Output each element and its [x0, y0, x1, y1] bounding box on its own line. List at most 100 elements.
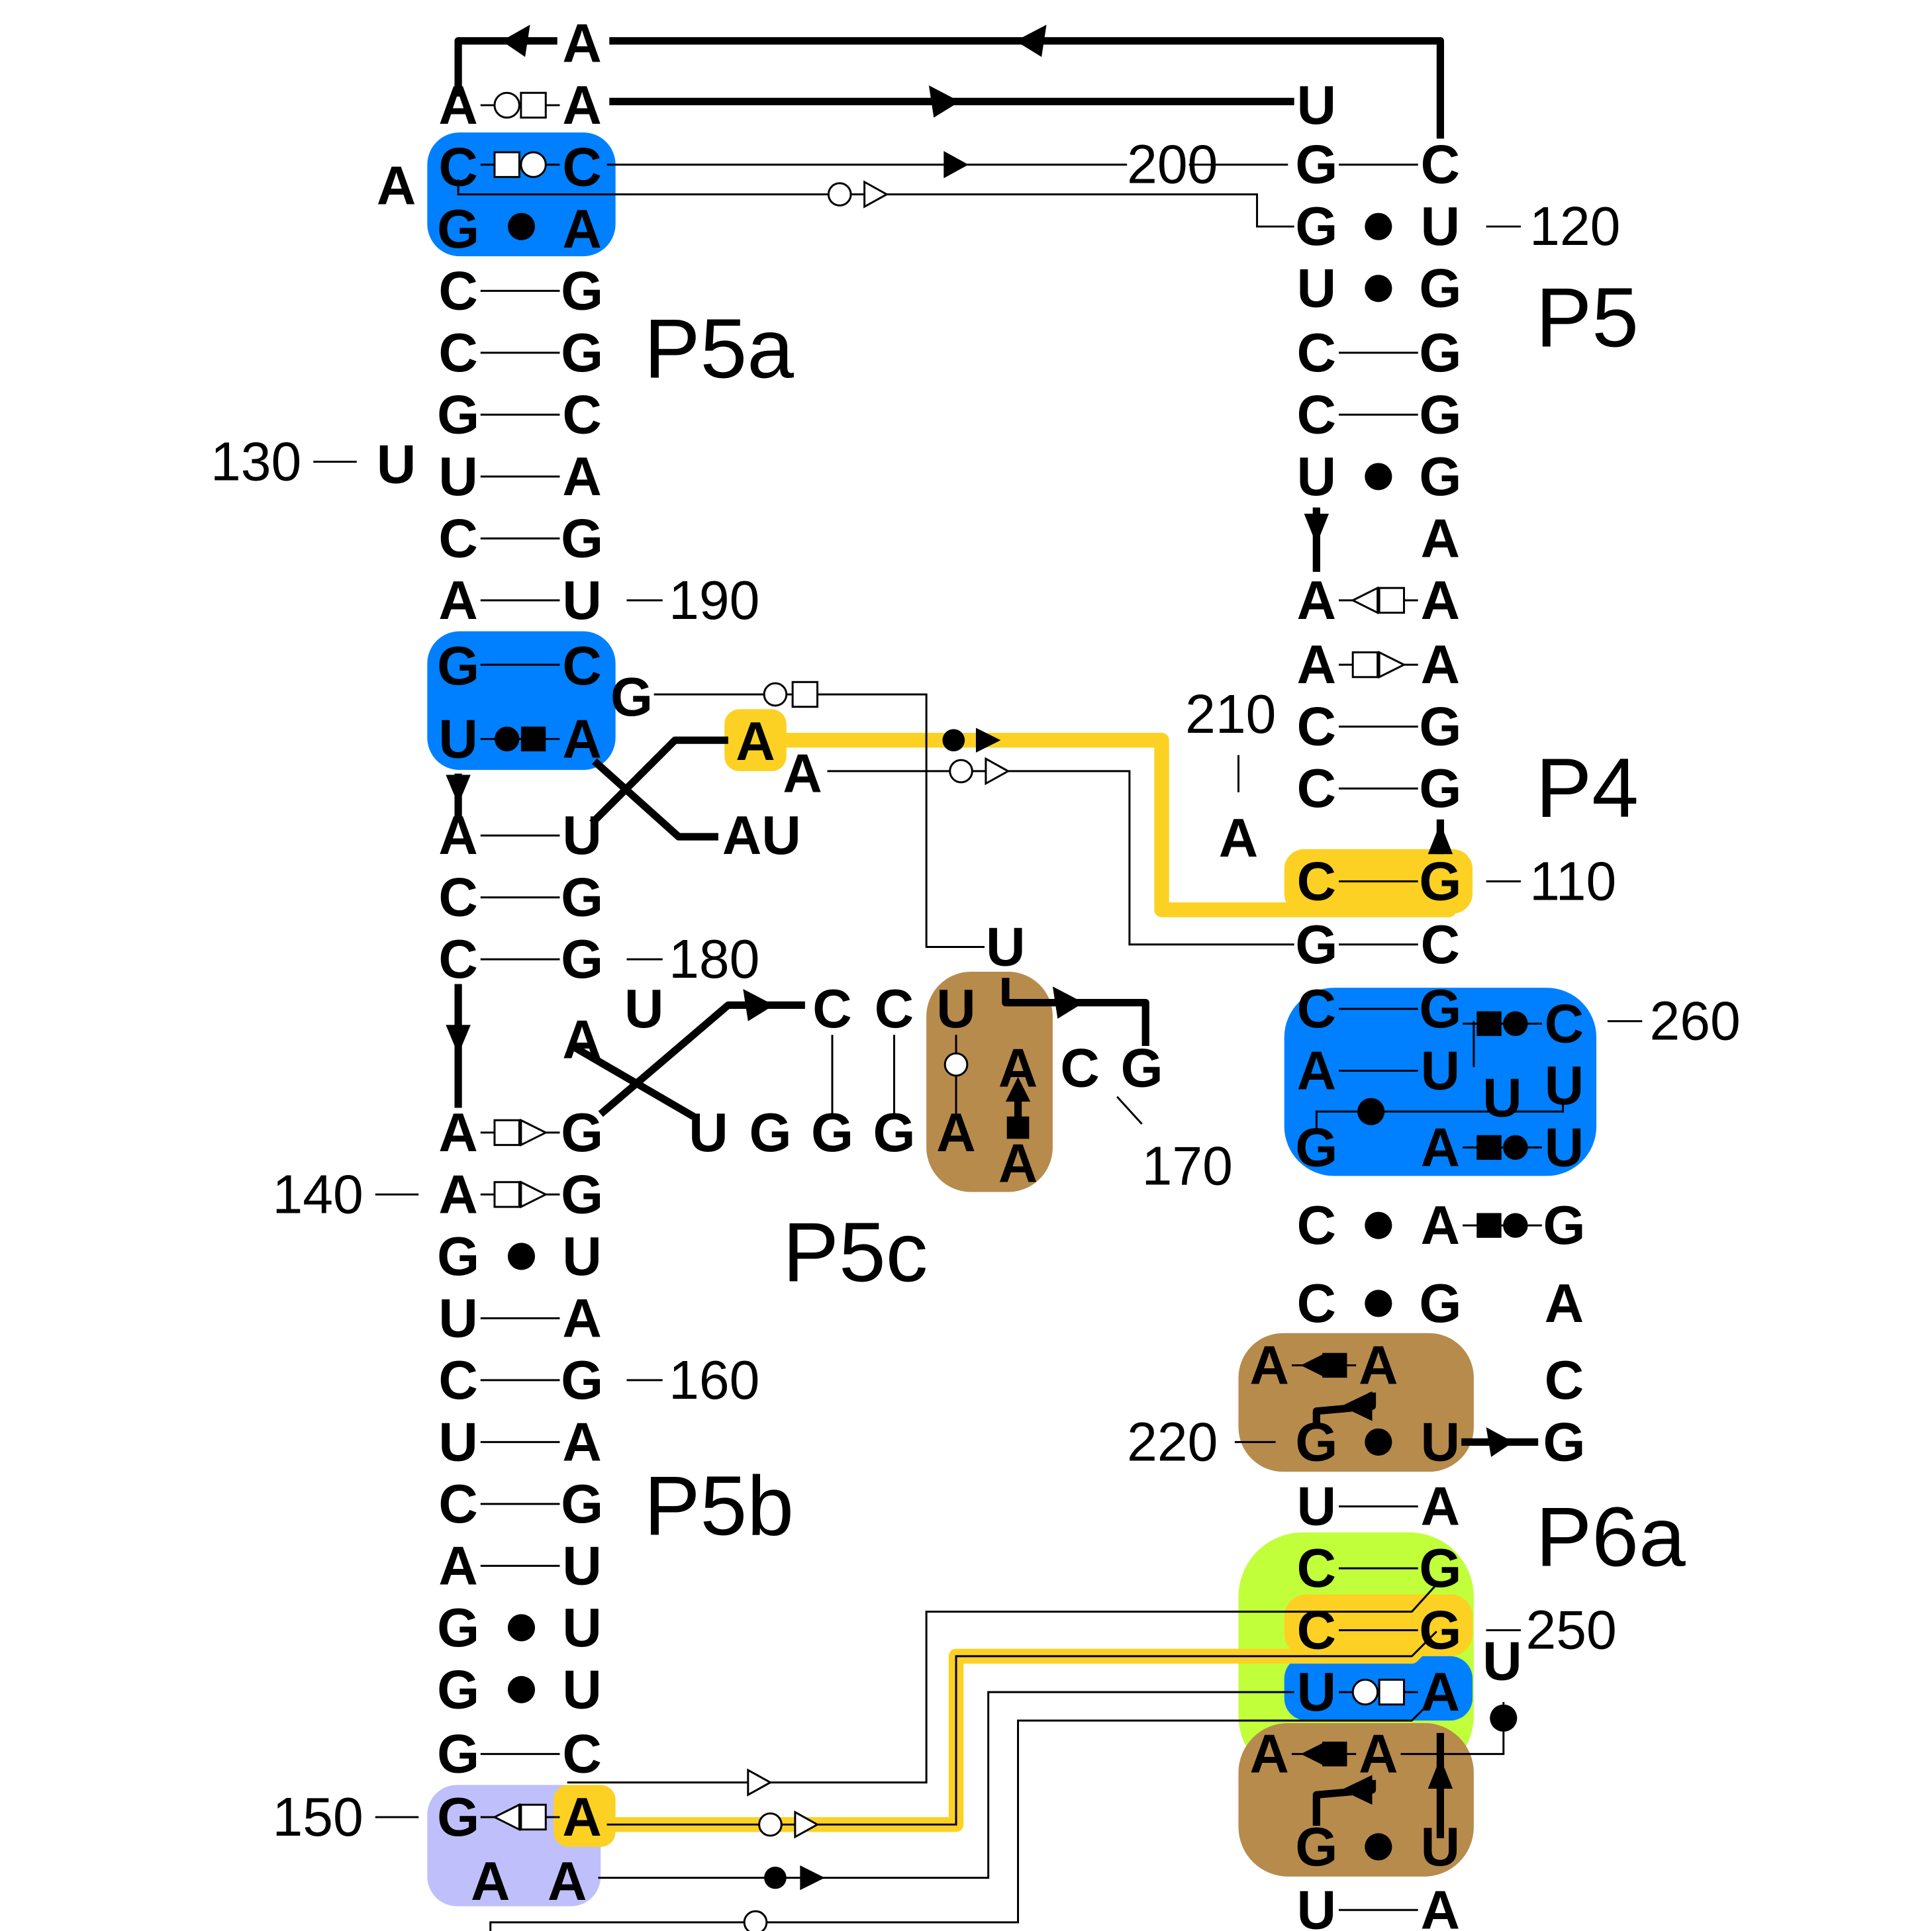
nucleotide: G — [1419, 1274, 1461, 1334]
backbone-p6a-bottom-bracket — [1312, 1779, 1377, 1826]
nucleotide: C — [1297, 1538, 1336, 1599]
wobble-dot-icon — [507, 1614, 536, 1642]
line-a-to-g-p4 — [827, 770, 1294, 946]
line-a-to-g-p6a-2 — [606, 1630, 1437, 1826]
nucleotide: U — [1421, 1412, 1460, 1472]
residue-number-140: 140 — [273, 1164, 419, 1225]
square-open-icon — [493, 1181, 520, 1208]
residue-number-150: 150 — [273, 1787, 419, 1848]
base-pair-layer — [480, 164, 1518, 1911]
arrow-filled-right-icon — [943, 151, 969, 179]
nucleotide: C — [562, 385, 601, 445]
nucleotide: U — [1421, 197, 1460, 257]
nucleotide: G — [1295, 135, 1337, 195]
line-aa-to-u — [598, 1691, 1294, 1879]
nucleotide: A — [1250, 1336, 1289, 1396]
square-open-icon — [520, 1803, 547, 1831]
backbone-cross-upper-b — [592, 758, 718, 841]
nucleotide: G — [1121, 1039, 1163, 1099]
nucleotide: G — [1419, 851, 1461, 912]
nucleotide: A — [1421, 1477, 1460, 1537]
residue-number-label: 120 — [1529, 197, 1620, 257]
nucleotide: C — [1297, 851, 1336, 912]
residue-number-label: 190 — [669, 571, 759, 631]
nucleotide: C — [438, 137, 477, 197]
line-g-to-u-loop — [653, 693, 985, 948]
nucleotide: A — [936, 1103, 975, 1163]
highlight-p5a-mid-blue — [427, 631, 616, 771]
residue-number-label: 170 — [1142, 1136, 1233, 1196]
square-filled-icon — [1322, 1741, 1347, 1767]
nucleotide: G — [437, 1660, 479, 1720]
nucleotide: G — [437, 385, 479, 445]
nucleotide: G — [610, 667, 653, 728]
nucleotide: A — [438, 1164, 477, 1225]
nucleotide: C — [438, 868, 477, 928]
nucleotide: A — [736, 712, 775, 772]
nucleotide: U — [1297, 447, 1336, 507]
nucleotide: A — [1421, 1662, 1460, 1722]
residue-number-120: 120 — [1486, 197, 1620, 257]
backbone-arrow-up-icon — [1427, 1758, 1453, 1789]
nucleotide: A — [1421, 508, 1460, 569]
wobble-dot-icon — [1365, 1428, 1392, 1456]
residue-number-110: 110 — [1486, 851, 1616, 912]
nucleotide: A — [1297, 1041, 1336, 1101]
backbone-arrow-up-icon — [1427, 823, 1453, 855]
circle-filled-icon — [942, 729, 965, 752]
pair-aa-sugar-hoog-p5 — [1339, 586, 1418, 615]
nucleotide: A — [377, 156, 416, 216]
nucleotide: G — [1419, 259, 1461, 319]
nucleotide: A — [1421, 1880, 1460, 1931]
square-open-icon — [1351, 651, 1379, 679]
circle-filled-icon — [1503, 1011, 1528, 1037]
wobble-dot-icon — [1365, 212, 1392, 240]
circle-open-icon — [1351, 1678, 1379, 1706]
backbone-cross-lower-a — [598, 1001, 805, 1117]
nucleotide: U — [624, 979, 663, 1039]
nucleotide: G — [437, 1598, 479, 1658]
backbone-p6a-top-bracket — [1312, 1392, 1377, 1424]
nucleotide: G — [561, 1474, 603, 1534]
square-open-icon — [493, 151, 520, 178]
nucleotide: C — [438, 929, 477, 990]
circle-open-icon — [949, 759, 973, 784]
pair-ag-hoog-wc — [1463, 1213, 1542, 1238]
nucleotide: C — [562, 636, 601, 696]
circle-open-icon — [520, 151, 547, 178]
helix-label-p5: P5 — [1535, 271, 1639, 365]
triangle-filled-up-icon — [1005, 1076, 1031, 1102]
helix-label-p6a: P6a — [1535, 1489, 1686, 1583]
helix-label-p5c: P5c — [783, 1205, 928, 1299]
residue-number-label: 220 — [1127, 1412, 1218, 1472]
nucleotide: A — [471, 1852, 510, 1912]
nucleotide: U — [562, 806, 601, 866]
nucleotide: G — [1419, 1538, 1461, 1599]
nucleotide: G — [1295, 1817, 1337, 1877]
square-filled-icon — [1476, 1213, 1502, 1238]
triangle-open-right-icon — [520, 1118, 548, 1147]
nucleotide: G — [873, 1103, 916, 1163]
square-open-icon — [1378, 1678, 1406, 1706]
nucleotide: A — [1421, 571, 1460, 631]
nucleotide: G — [1295, 1117, 1337, 1178]
nucleotide: G — [561, 929, 603, 990]
square-filled-icon — [520, 726, 546, 752]
nucleotide: A — [1250, 1724, 1289, 1785]
wobble-dot-icon — [1365, 463, 1392, 491]
wobble-dot-icon — [1357, 1098, 1385, 1125]
line-g-uu — [1315, 1099, 1565, 1133]
nucleotide: C — [438, 323, 477, 383]
nucleotide: G — [561, 1164, 603, 1225]
nucleotide: C — [1297, 759, 1336, 819]
backbone-top-long — [609, 37, 1445, 139]
backbone-arrow-down-icon — [1304, 513, 1329, 545]
nucleotide: A — [1421, 1117, 1460, 1178]
nucleotide: A — [438, 1103, 477, 1163]
nucleotide: C — [438, 508, 477, 569]
triangle-filled-left-icon — [1300, 1352, 1326, 1378]
nucleotide: G — [561, 261, 603, 321]
triangle-filled-left-icon — [1300, 1741, 1326, 1767]
nucleotide: C — [1421, 915, 1460, 975]
